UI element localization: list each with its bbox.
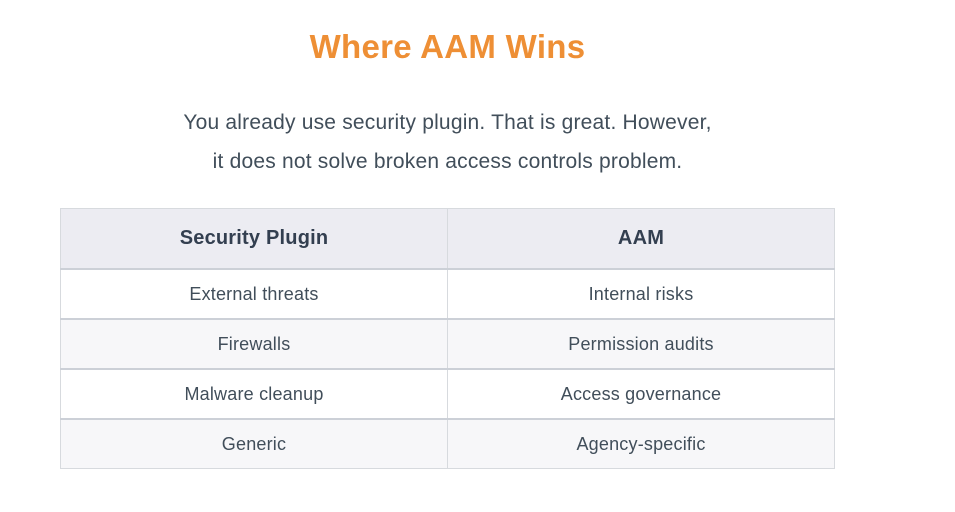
cell-aam: Access governance	[447, 368, 835, 419]
table-row: Malware cleanup Access governance	[60, 368, 835, 419]
subtitle-line-1: You already use security plugin. That is…	[183, 111, 712, 134]
cell-security-plugin: External threats	[60, 268, 448, 319]
comparison-table: Security Plugin AAM External threats Int…	[60, 208, 835, 469]
column-header-security-plugin: Security Plugin	[60, 208, 448, 269]
subtitle: You already use security plugin. That is…	[60, 103, 835, 181]
cell-aam: Agency-specific	[447, 418, 835, 469]
header-row: Security Plugin AAM	[60, 208, 835, 269]
table-row: Generic Agency-specific	[60, 418, 835, 469]
column-header-aam: AAM	[447, 208, 835, 269]
table-row: External threats Internal risks	[60, 268, 835, 319]
cell-security-plugin: Firewalls	[60, 318, 448, 369]
content-container: Where AAM Wins You already use security …	[60, 0, 835, 469]
cell-aam: Internal risks	[447, 268, 835, 319]
cell-security-plugin: Generic	[60, 418, 448, 469]
comparison-table-header: Security Plugin AAM	[60, 208, 835, 269]
page-title: Where AAM Wins	[309, 28, 586, 65]
table-row: Firewalls Permission audits	[60, 318, 835, 369]
subtitle-line-2: it does not solve broken access controls…	[212, 150, 683, 173]
cell-security-plugin: Malware cleanup	[60, 368, 448, 419]
cell-aam: Permission audits	[447, 318, 835, 369]
comparison-table-body: External threats Internal risks Firewall…	[60, 268, 835, 469]
